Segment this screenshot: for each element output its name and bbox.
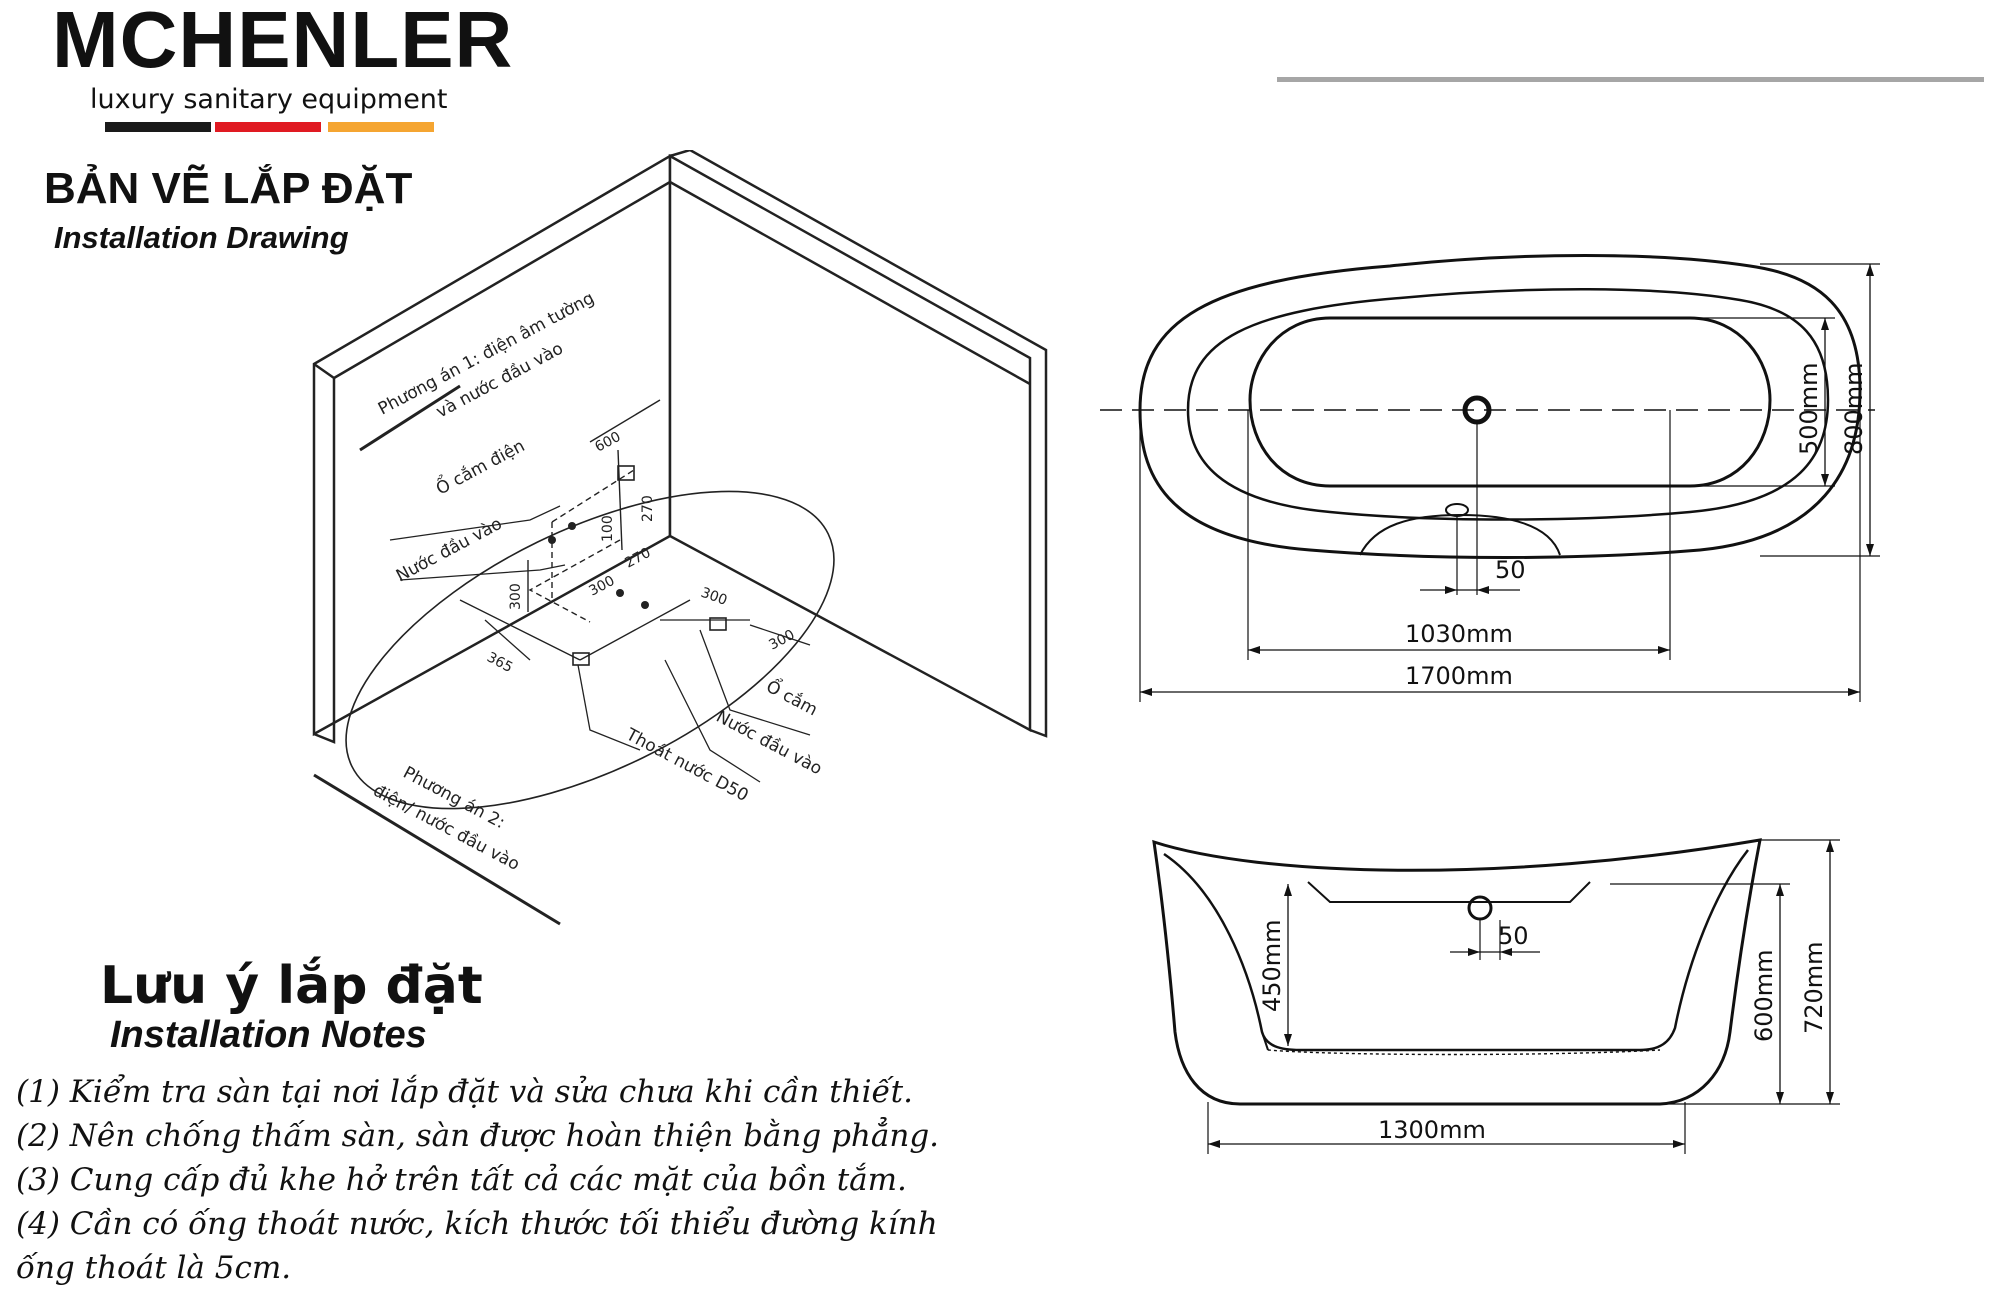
notes-list: (1) Kiểm tra sàn tại nơi lắp đặt và sửa … (16, 1070, 1006, 1290)
brand-tagline: luxury sanitary equipment (90, 84, 448, 115)
dim-100: 100 (600, 515, 616, 542)
top-inner-length-label: 1030mm (1405, 620, 1513, 648)
side-low-height-label: 600mm (1750, 949, 1778, 1042)
top-view-drawing: 50 1030mm 1700mm 500mm 800mm (1100, 254, 1880, 702)
top-outer-length-label: 1700mm (1405, 662, 1513, 690)
svg-text:365: 365 (484, 649, 515, 676)
svg-text:Thoát nước D50: Thoát nước D50 (622, 724, 752, 806)
top-outer-width-label: 800mm (1840, 362, 1868, 455)
svg-text:100: 100 (600, 515, 616, 542)
brand-name: MCHENLER (52, 0, 514, 84)
drawing-title-vn: BẢN VẼ LẮP ĐẶT (44, 164, 413, 213)
note-item-4-cont: ống thoát là 5cm. (16, 1250, 292, 1286)
header-divider (1277, 77, 1984, 82)
side-inner-depth-label: 450mm (1258, 919, 1286, 1012)
side-drain-offset-label: 50 (1498, 922, 1529, 950)
note-item-3: (3) Cung cấp đủ khe hở trên tất cả các m… (16, 1162, 907, 1198)
note-item-2: (2) Nên chống thấm sàn, sàn được hoàn th… (16, 1118, 940, 1154)
brand-stripe-red (215, 122, 321, 132)
dim-300-wall: 300 (508, 583, 524, 610)
svg-text:300: 300 (766, 627, 797, 654)
brand-stripe-black (105, 122, 211, 132)
notes-title-en: Installation Notes (110, 1014, 427, 1056)
dim-300-floor-b: 300 (699, 585, 730, 609)
svg-text:300: 300 (508, 583, 524, 610)
svg-text:300: 300 (699, 585, 730, 609)
side-base-length-label: 1300mm (1378, 1116, 1486, 1144)
dim-270-wall: 270 (640, 495, 656, 522)
drawing-title-en: Installation Drawing (54, 220, 349, 255)
socket-floor-label: Ổ cắm (763, 673, 823, 720)
side-view-drawing: 50 450mm 1300mm 600mm 720mm (1152, 838, 1840, 1154)
note-item-4: (4) Cần có ống thoát nước, kích thước tố… (16, 1206, 938, 1242)
note-item-1: (1) Kiểm tra sàn tại nơi lắp đặt và sửa … (16, 1074, 913, 1110)
drain-label: Thoát nước D50 (622, 724, 752, 806)
isometric-installation-view: Phương án 1: điện âm tường và nước đầu v… (312, 150, 1048, 926)
svg-text:270: 270 (640, 495, 656, 522)
dim-300-floor-c: 300 (766, 627, 797, 654)
brand-stripe-orange (328, 122, 434, 132)
top-drain-offset-label: 50 (1495, 556, 1526, 584)
dim-365: 365 (484, 649, 515, 676)
svg-text:Ổ cắm: Ổ cắm (763, 673, 823, 720)
notes-title-vn: Lưu ý lắp đặt (100, 956, 483, 1016)
top-inner-width-label: 500mm (1795, 362, 1823, 455)
side-high-height-label: 720mm (1800, 941, 1828, 1034)
